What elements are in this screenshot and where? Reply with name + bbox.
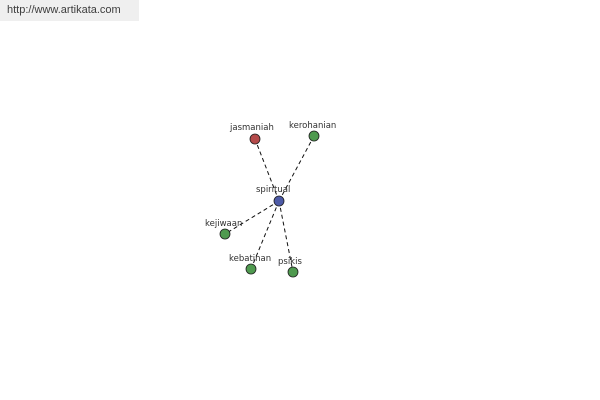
node-label-kebatinan[interactable]: kebatinan: [229, 254, 271, 264]
node-label-jasmaniah[interactable]: jasmaniah: [229, 123, 274, 133]
node-jasmaniah[interactable]: [249, 133, 261, 145]
node-kerohanian[interactable]: [308, 130, 320, 142]
node-spiritual[interactable]: [273, 195, 285, 207]
node-kebatinan[interactable]: [245, 263, 257, 275]
site-link-bar: http://www.artikata.com: [0, 0, 139, 21]
edge-kejiwaan: [224, 200, 280, 235]
node-label-psikis[interactable]: psikis: [278, 257, 302, 267]
node-kejiwaan[interactable]: [219, 228, 231, 240]
node-psikis[interactable]: [287, 266, 299, 278]
edge-group: [224, 135, 315, 273]
node-label-kerohanian[interactable]: kerohanian: [289, 121, 336, 131]
label-group: jasmaniah kerohanian kejiwaan kebatinan psik…: [205, 121, 336, 267]
node-label-kejiwaan[interactable]: kejiwaan: [205, 219, 242, 229]
edge-psikis: [278, 200, 294, 273]
edge-kebatinan: [250, 200, 280, 270]
node-label-spiritual[interactable]: spiritual: [256, 185, 290, 195]
node-group: [219, 130, 320, 278]
edge-kerohanian: [278, 135, 315, 202]
site-url-link[interactable]: http://www.artikata.com: [7, 4, 121, 16]
